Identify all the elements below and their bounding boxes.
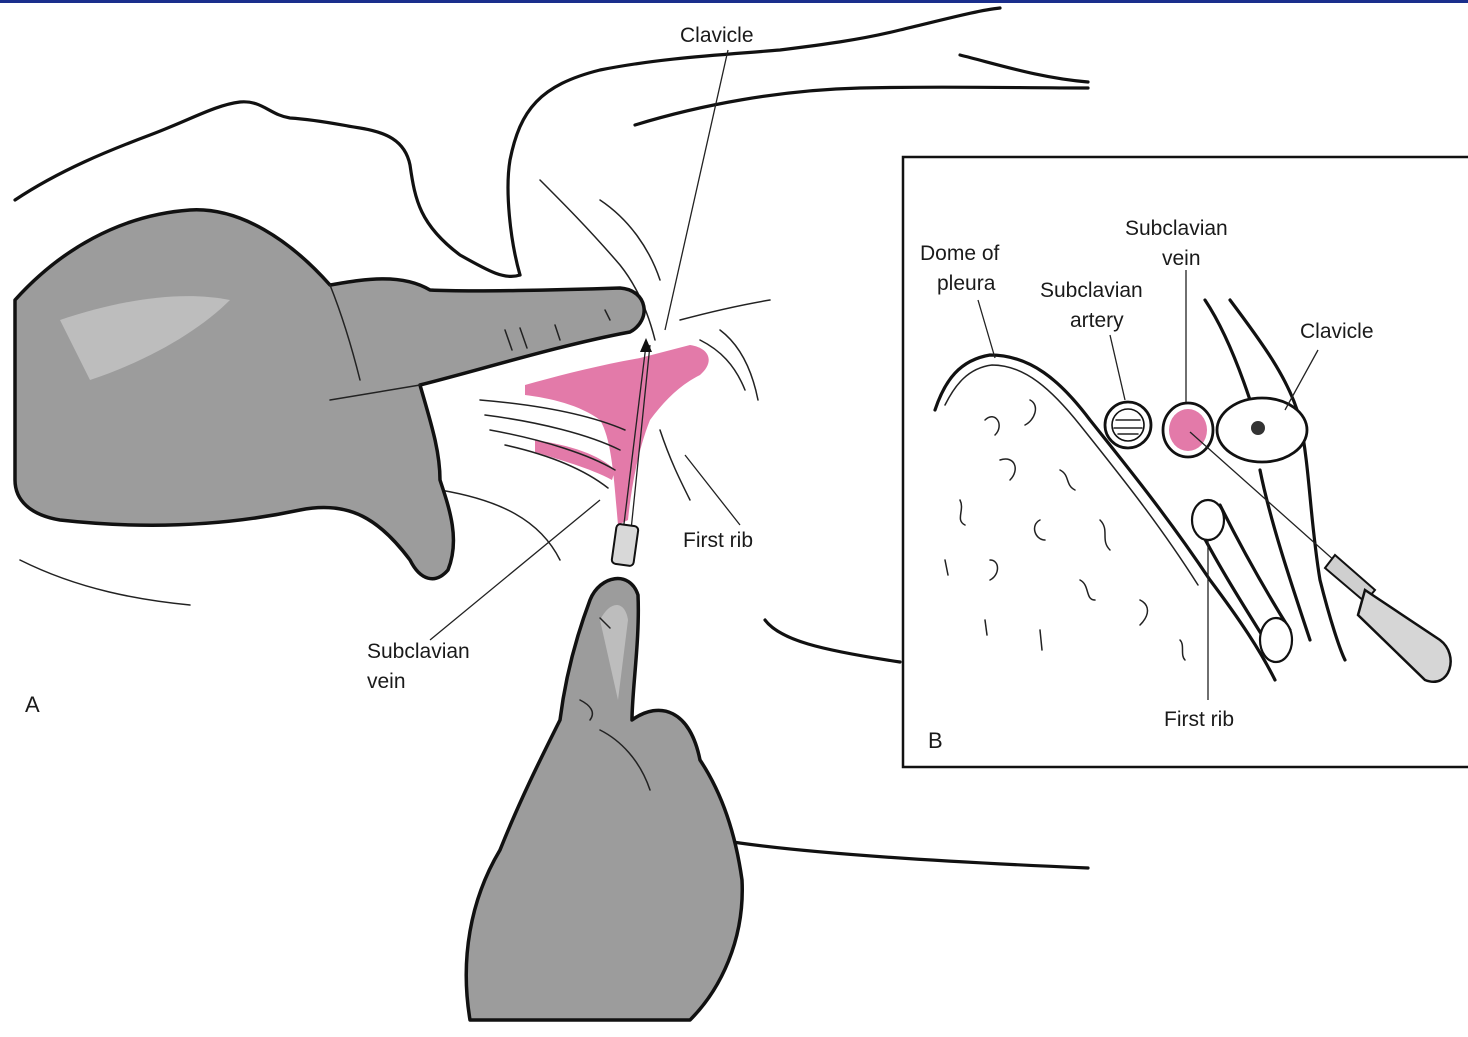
clavicle-leader-a [665,50,728,330]
label-first-rib-b: First rib [1164,708,1234,731]
label-subclavian-vein-a-line1: Subclavian [367,640,470,663]
right-gloved-hand [466,579,742,1020]
muscle-fibres [480,400,690,500]
label-artery-line1: Subclavian [1040,279,1143,302]
label-clavicle-a: Clavicle [680,24,754,47]
label-dome-line2: pleura [937,272,996,295]
label-clavicle-b: Clavicle [1300,320,1374,343]
panel-letter-a: A [25,692,40,717]
subclavian-artery-cross-section [1105,402,1151,448]
label-first-rib-a: First rib [683,529,753,552]
label-subclavian-vein-a-line2: vein [367,670,406,693]
label-artery-line2: artery [1070,309,1124,332]
subclavian-vein-cross-section [1163,403,1213,457]
subclavian-vein-leader-a [430,500,600,640]
label-vein-line1: Subclavian [1125,217,1228,240]
label-vein-line2: vein [1162,247,1201,270]
first-rib-leader-a [685,455,740,525]
panel-letter-b: B [928,728,943,753]
subclavian-vein-highlight-a [525,345,709,525]
label-dome-line1: Dome of [920,242,1000,265]
